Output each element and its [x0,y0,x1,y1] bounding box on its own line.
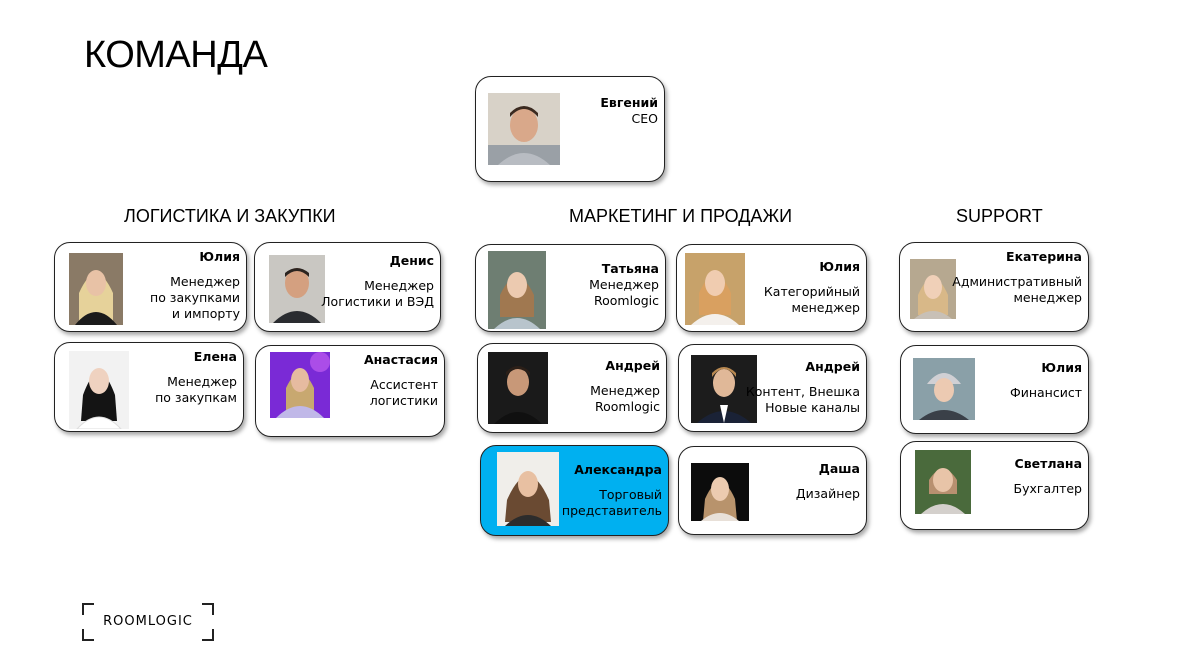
avatar-photo [910,259,956,319]
member-name: Елена [193,349,237,364]
logo-text: ROOMLOGIC [103,614,193,629]
team-card-support-2: Юлия Финансист [900,345,1089,434]
page-title: КОМАНДА [84,34,268,76]
member-role: Финансист [1009,385,1082,400]
avatar-photo [685,253,745,325]
member-name: Анастасия [363,352,438,367]
logo-corner [82,603,94,615]
section-title-logistics: ЛОГИСТИКА И ЗАКУПКИ [124,206,336,226]
member-name: Светлана [1014,456,1082,471]
member-name: Юлия [199,249,240,264]
avatar-photo [488,93,560,165]
member-name: Татьяна [601,261,659,276]
member-role: CEO [631,111,658,126]
logo-corner [82,629,94,641]
avatar-photo [269,255,325,323]
section-title-marketing: МАРКЕТИНГ И ПРОДАЖИ [569,206,793,226]
member-role: Дизайнер [795,486,860,501]
avatar-photo [488,251,546,329]
section-title-support: SUPPORT [956,206,1043,226]
member-name: Евгений [600,95,658,110]
avatar-photo [915,450,971,514]
roomlogic-logo: ROOMLOGIC [82,603,214,641]
avatar-photo [69,351,129,429]
member-name: Даша [818,461,860,476]
member-name: Екатерина [1006,249,1082,264]
avatar-photo [69,253,123,325]
logo-corner [202,629,214,641]
team-card-marketing-6: Даша Дизайнер [678,446,867,535]
avatar-photo [913,358,975,420]
avatar-photo [270,352,330,418]
avatar-photo [488,352,548,424]
member-name: Юлия [819,259,860,274]
member-name: Александра [574,462,662,477]
member-name: Андрей [605,358,660,373]
member-name: Денис [389,253,434,268]
avatar-photo [691,463,749,521]
team-card-ceo: Евгений CEO [475,76,665,182]
member-role: Бухгалтер [1013,481,1083,496]
member-name: Андрей [805,359,860,374]
member-name: Юлия [1041,360,1082,375]
logo-corner [202,603,214,615]
team-card-support-3: Светлана Бухгалтер [900,441,1089,530]
avatar-photo [497,452,559,526]
avatar-photo [691,355,757,423]
